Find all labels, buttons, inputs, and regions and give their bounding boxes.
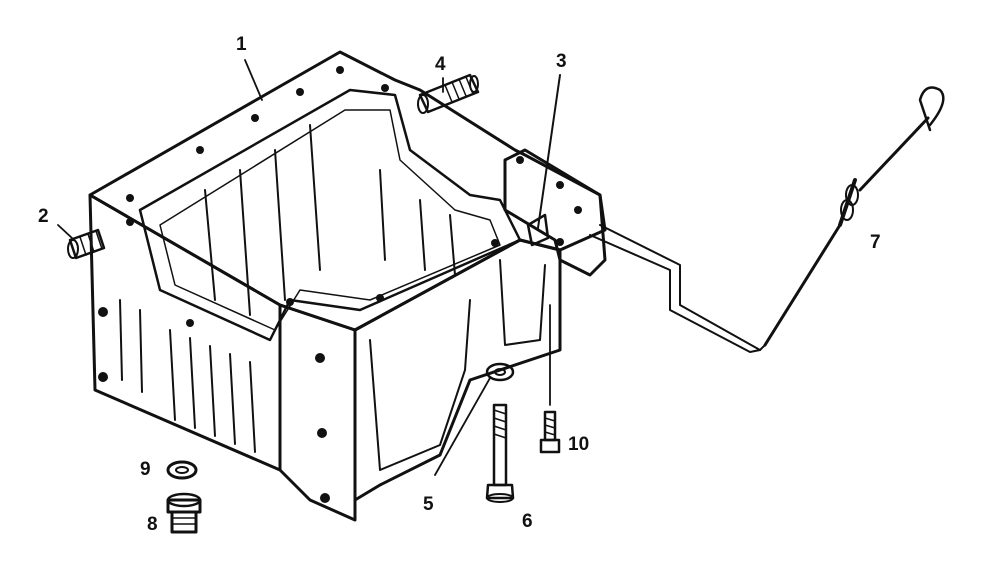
part-label-4: 4 bbox=[435, 54, 446, 75]
part-label-6: 6 bbox=[522, 511, 533, 532]
leader-lines bbox=[57, 59, 444, 239]
sealing-washer-9 bbox=[166, 460, 198, 480]
part-label-10: 10 bbox=[568, 434, 589, 455]
dipstick-7 bbox=[589, 86, 945, 353]
part-label-9: 9 bbox=[140, 459, 151, 480]
part-label-5: 5 bbox=[423, 494, 434, 515]
part-label-7: 7 bbox=[870, 232, 881, 253]
part-labels: 1 2 3 4 5 6 7 8 9 10 bbox=[38, 34, 881, 535]
part-label-1: 1 bbox=[236, 34, 247, 55]
dipstick-guide-3 bbox=[526, 74, 561, 247]
washer-5 bbox=[434, 362, 515, 476]
bolt-6 bbox=[485, 403, 515, 503]
part-label-8: 8 bbox=[147, 514, 158, 535]
part-label-3: 3 bbox=[556, 51, 567, 72]
drain-plug-8 bbox=[166, 492, 202, 534]
threaded-plug-2 bbox=[67, 228, 106, 260]
oil-pan-housing bbox=[88, 50, 607, 522]
stud-4 bbox=[417, 73, 480, 114]
bolt-10 bbox=[539, 304, 561, 454]
part-label-2: 2 bbox=[38, 206, 49, 227]
